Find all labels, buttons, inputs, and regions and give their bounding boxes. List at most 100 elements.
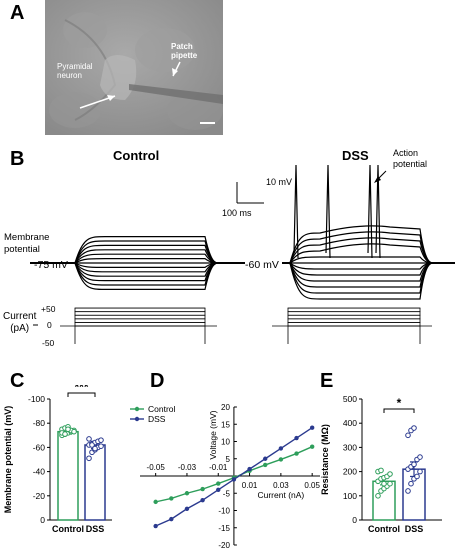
current-label: Current(pA) [3,311,37,334]
data-point [62,431,68,437]
data-point [417,468,423,475]
ap-arrowhead [374,176,381,183]
series-point [278,446,284,451]
control-current-steps [60,307,217,344]
x-tick-label: 0.01 [242,481,258,490]
dss-voltage-traces [282,164,455,300]
legend-label: DSS [148,414,166,424]
dss-trace [282,256,455,264]
data-point [378,467,384,474]
action-potential-spike [325,164,331,259]
dss-rest-potential: -60 mV [245,259,279,271]
bar [57,430,79,521]
y-tick-label: -60 [33,442,46,452]
y-axis-label: Voltage (mV) [208,410,218,459]
x-category-label: Control [368,524,400,534]
data-point [86,436,92,442]
y-tick-label: 20 [221,403,230,412]
series-point [263,462,268,468]
data-point [405,432,411,439]
data-point [375,493,381,499]
current-tick-neg: -50 [42,338,55,348]
series-point [169,496,174,501]
y-tick-label: -100 [28,394,45,404]
x-tick-label: -0.03 [178,463,197,472]
y-tick-label: -10 [218,507,230,516]
data-point [411,461,417,468]
y-tick-label: 0 [40,515,45,525]
significance-marker: *** [74,385,88,394]
y-tick-label: 100 [343,491,357,501]
dss-title: DSS [342,148,369,163]
series-point [184,491,190,496]
series-point [263,456,268,461]
data-point [89,442,95,448]
current-tick-pos: +50 [41,304,56,314]
dss-trace [282,262,455,294]
data-point [414,473,420,480]
significance-marker: * [397,396,402,410]
dss-trace [282,243,455,264]
x-category-label: Control [52,524,84,534]
data-point [86,455,92,462]
series-point [153,499,158,505]
significance-bracket [67,392,96,397]
series-point [216,487,221,492]
data-point [417,454,423,460]
scale-time: 100 ms [222,208,252,218]
panel-b-traces [30,164,455,344]
x-category-label: DSS [405,524,424,534]
scale-bars [236,182,264,204]
panel-label-d: D [150,370,165,392]
x-category-label: DSS [86,524,105,534]
y-axis-label: Resistance (MΩ) [320,424,330,495]
y-tick-label: -5 [223,489,231,498]
panel-label-b: B [10,148,25,170]
data-point [92,445,98,452]
scale-voltage: 10 mV [266,177,293,187]
y-tick-label: -80 [33,418,46,428]
y-tick-label: 15 [221,420,230,429]
y-tick-label: -20 [33,491,46,501]
action-potential-spike [367,164,373,259]
series-point [184,506,190,511]
series-point [294,435,299,441]
data-point [387,480,393,487]
series-point [309,444,315,449]
series-point [153,523,158,529]
series-point [231,477,237,482]
control-trace [30,262,245,290]
series-point [294,451,299,456]
data-point [98,443,104,449]
control-voltage-traces [30,236,245,290]
y-tick-label: 10 [221,438,230,447]
y-tick-label: 300 [343,442,357,452]
x-tick-label: 0.03 [273,481,289,490]
y-tick-label: 200 [343,467,357,477]
panel-label-c: C [10,370,25,392]
y-tick-label: 5 [225,455,230,464]
dss-current-steps [272,307,432,344]
micrograph-svg [45,0,223,135]
y-tick-label: -15 [218,524,230,533]
data-point [98,437,104,443]
series-point [169,516,174,522]
panel-label-a: A [10,2,25,24]
action-potential-spike [293,164,299,259]
data-point [71,428,77,435]
x-tick-label: -0.01 [209,463,228,472]
legend-marker [134,406,140,412]
y-tick-label: 500 [343,394,357,404]
x-tick-label: 0.05 [304,481,320,490]
y-tick-label: -20 [218,541,230,550]
series-point [278,457,284,462]
dss-trace [282,262,455,300]
